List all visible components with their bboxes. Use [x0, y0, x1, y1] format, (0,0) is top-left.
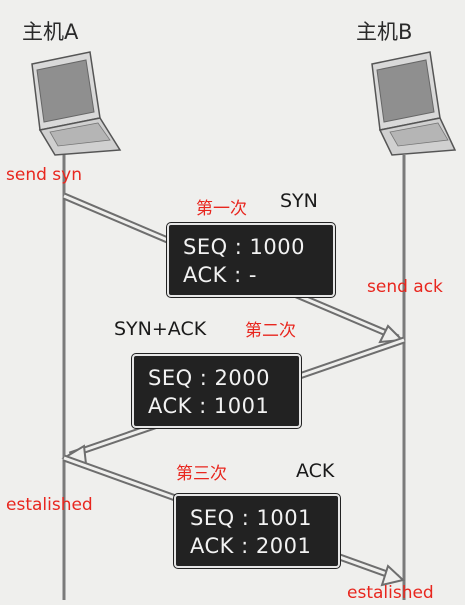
host-a-label: 主机A — [22, 20, 79, 44]
step-2-packet-box: SEQ : 2000 ACK : 1001 — [131, 353, 302, 429]
step-2-order: 第二次 — [245, 321, 296, 341]
send-ack-label: send ack — [367, 277, 443, 297]
step-3-type: ACK — [296, 460, 335, 482]
send-syn-label: send syn — [6, 165, 82, 185]
step-3-seq: SEQ : 1001 — [190, 506, 312, 530]
host-b-label: 主机B — [356, 20, 413, 44]
step-1-ack: ACK : - — [183, 263, 257, 287]
step-2-type: SYN+ACK — [114, 318, 207, 340]
step-3-packet-box: SEQ : 1001 ACK : 2001 — [173, 493, 341, 569]
step-3-ack: ACK : 2001 — [190, 534, 312, 558]
established-a-label: estalished — [6, 495, 93, 515]
step-2-ack: ACK : 1001 — [148, 394, 270, 418]
established-b-label: estalished — [347, 583, 434, 603]
step-1-order: 第一次 — [196, 199, 247, 219]
laptop-a-icon — [31, 51, 122, 156]
step-1-seq: SEQ : 1000 — [183, 235, 305, 259]
laptop-b-icon — [371, 51, 457, 156]
step-1-packet-box: SEQ : 1000 ACK : - — [166, 222, 336, 298]
step-2-seq: SEQ : 2000 — [148, 366, 270, 390]
step-1-type: SYN — [280, 190, 318, 212]
step-3-order: 第三次 — [176, 464, 227, 484]
